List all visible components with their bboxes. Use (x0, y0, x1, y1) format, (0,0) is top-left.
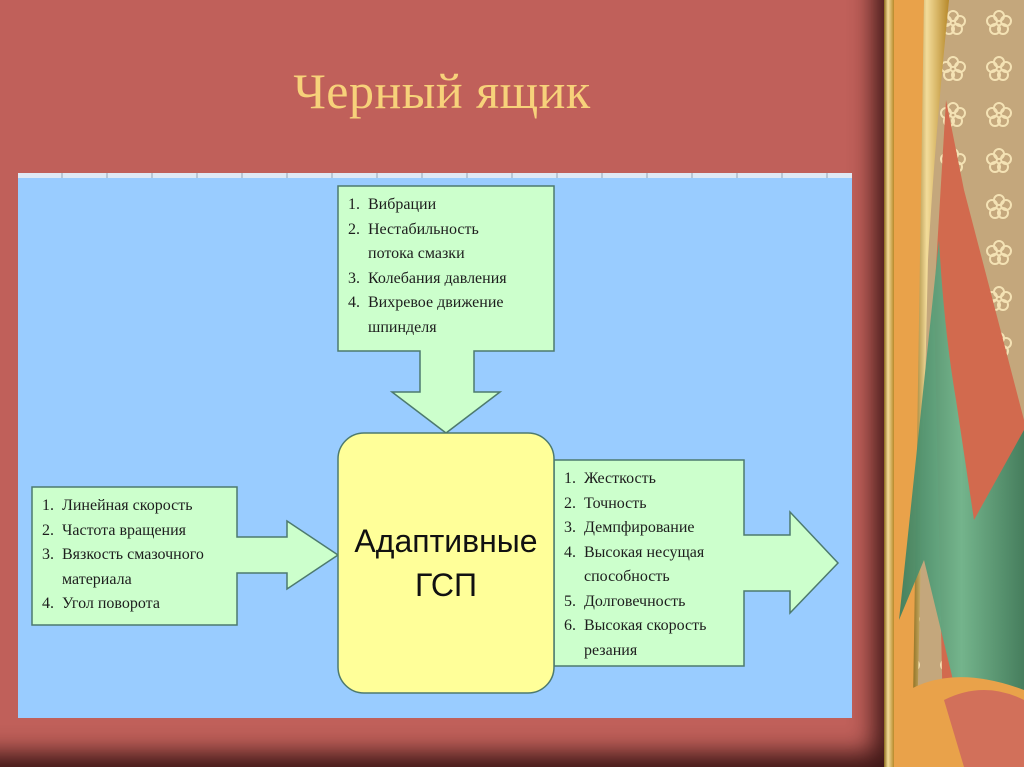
left-input-callout (31, 486, 340, 626)
center-label-line2: ГСП (415, 567, 477, 603)
list-item: Угол поворота (58, 592, 238, 617)
list-item: Частота вращения (58, 519, 238, 544)
list-item: Вихревое движение шпинделя (364, 291, 533, 340)
list-item: Линейная скорость (58, 494, 238, 519)
list-item: Вязкость смазочного материала (58, 543, 222, 592)
slide-title: Черный ящик (293, 63, 591, 119)
diagram-shapes (31, 185, 840, 694)
right-output-list-container: Жесткость Точность Демпфирование Высокая… (550, 467, 740, 663)
right-output-callout (553, 459, 840, 667)
top-input-callout (337, 185, 555, 434)
left-input-list: Линейная скорость Частота вращения Вязко… (28, 494, 238, 617)
center-label-line1: Адаптивные (354, 523, 538, 559)
right-output-list: Жесткость Точность Демпфирование Высокая… (550, 467, 740, 663)
left-input-list-container: Линейная скорость Частота вращения Вязко… (28, 494, 238, 617)
list-item: Колебания давления (364, 267, 549, 292)
list-item: Долговечность (580, 590, 740, 615)
ruler-strip (18, 173, 852, 178)
center-box (337, 432, 555, 694)
decorative-side-panel (884, 0, 1024, 767)
list-item: Вибрации (364, 193, 549, 218)
top-input-list-container: Вибрации Нестабильность потока смазки Ко… (334, 193, 549, 340)
list-item: Нестабильность потока смазки (364, 218, 518, 267)
list-item: Высокая скорость резания (580, 614, 734, 663)
list-item: Демпфирование (580, 516, 740, 541)
list-item: Высокая несущая способность (580, 541, 734, 590)
decorative-pattern-icon (884, 0, 1024, 767)
list-item: Жесткость (580, 467, 740, 492)
center-box-label: Адаптивные ГСП (338, 433, 554, 693)
top-input-list: Вибрации Нестабильность потока смазки Ко… (334, 193, 549, 340)
list-item: Точность (580, 492, 740, 517)
